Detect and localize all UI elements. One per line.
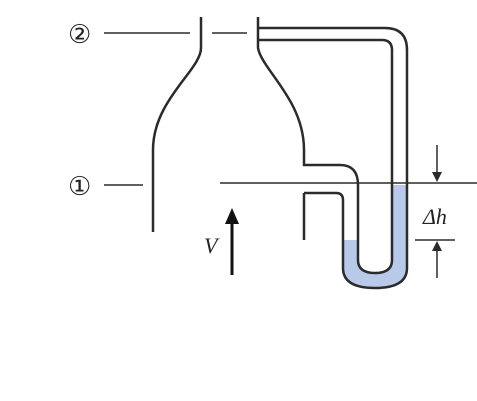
bottom-arrow-head (432, 241, 442, 251)
left-wall (151, 17, 203, 232)
right-wall (256, 17, 330, 167)
velocity-arrow-head (225, 208, 239, 224)
velocity-arrow (225, 208, 239, 275)
top-arrow-head (432, 172, 442, 182)
tube-outer (258, 26, 409, 290)
section1-label: ① (68, 172, 91, 202)
manometer-tube (258, 26, 409, 290)
section2-label: ② (68, 20, 91, 50)
manometer-fluid (343, 185, 407, 288)
velocity-label: V (204, 233, 220, 258)
leader-lines (104, 32, 247, 186)
head-arrows (432, 145, 442, 278)
tube-inner (258, 38, 394, 275)
nozzle-walls (151, 17, 330, 240)
head-diff-label: Δh (422, 204, 447, 229)
